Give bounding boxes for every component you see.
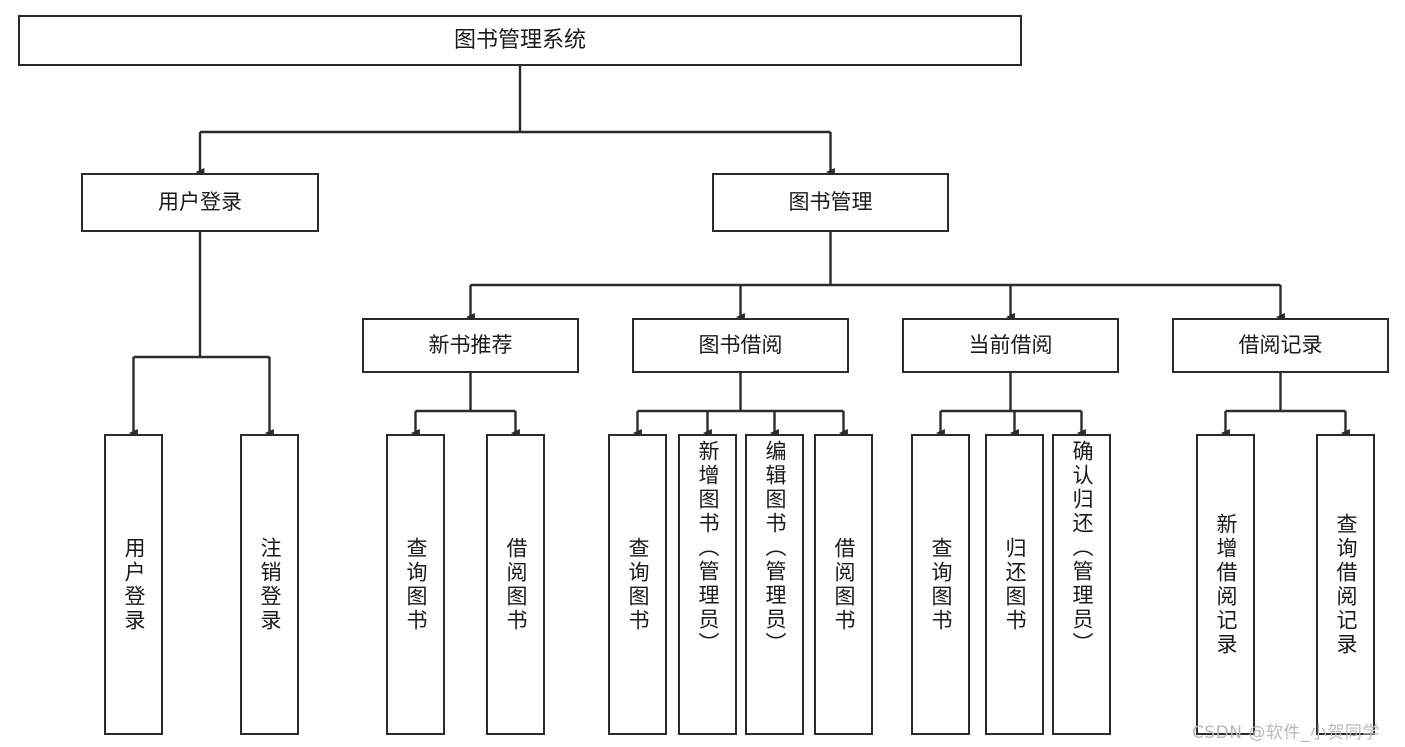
node-label: 用户登录 (158, 190, 242, 215)
node-label: 图书借阅 (698, 333, 783, 358)
node-label: 借阅图书 (504, 536, 528, 633)
node-label: 当前借阅 (968, 333, 1053, 358)
node-leaf-cb-query[interactable]: 查询图书 (911, 434, 970, 735)
node-leaf-bb-query[interactable]: 查询图书 (608, 434, 667, 735)
node-leaf-bb-borrow[interactable]: 借阅图书 (814, 434, 873, 735)
node-label: 查询借阅记录 (1334, 512, 1358, 657)
connector-lines (128, 66, 1350, 438)
node-label: 新增借阅记录 (1214, 512, 1238, 657)
node-borrow-record[interactable]: 借阅记录 (1172, 318, 1389, 373)
node-label: 借阅记录 (1238, 333, 1323, 358)
node-label: 查询图书 (404, 536, 428, 633)
node-leaf-user-login[interactable]: 用户登录 (104, 434, 163, 735)
node-user-login[interactable]: 用户登录 (81, 173, 319, 232)
node-leaf-rec-borrow[interactable]: 借阅图书 (486, 434, 545, 735)
node-current-borrow[interactable]: 当前借阅 (902, 318, 1119, 373)
node-label: 借阅图书 (832, 536, 856, 633)
node-root[interactable]: 图书管理系统 (18, 15, 1022, 66)
node-book-manage[interactable]: 图书管理 (712, 173, 949, 232)
node-label: 新书推荐 (428, 333, 513, 358)
node-leaf-user-logout[interactable]: 注销登录 (240, 434, 299, 735)
node-label: 确认归还（管理员） (1070, 440, 1094, 656)
node-label: 编辑图书（管理员） (763, 440, 787, 656)
node-label: 注销登录 (258, 536, 282, 633)
node-label: 查询图书 (929, 536, 953, 633)
node-label: 新增图书（管理员） (696, 440, 720, 656)
node-leaf-br-query[interactable]: 查询借阅记录 (1316, 434, 1375, 735)
node-leaf-cb-return[interactable]: 归还图书 (985, 434, 1044, 735)
node-leaf-rec-query[interactable]: 查询图书 (386, 434, 445, 735)
node-label: 图书管理系统 (453, 27, 586, 53)
node-new-book-rec[interactable]: 新书推荐 (362, 318, 579, 373)
node-leaf-cb-confirm[interactable]: 确认归还（管理员） (1052, 434, 1111, 735)
csdn-watermark: CSDN @软件_小贺同学 (1192, 723, 1380, 743)
node-leaf-br-add[interactable]: 新增借阅记录 (1196, 434, 1255, 735)
node-label: 用户登录 (122, 536, 146, 633)
node-leaf-bb-add[interactable]: 新增图书（管理员） (678, 434, 737, 735)
node-label: 归还图书 (1003, 536, 1027, 633)
node-leaf-bb-edit[interactable]: 编辑图书（管理员） (745, 434, 804, 735)
node-label: 查询图书 (626, 536, 650, 633)
node-book-borrow[interactable]: 图书借阅 (632, 318, 849, 373)
node-label: 图书管理 (788, 190, 873, 215)
